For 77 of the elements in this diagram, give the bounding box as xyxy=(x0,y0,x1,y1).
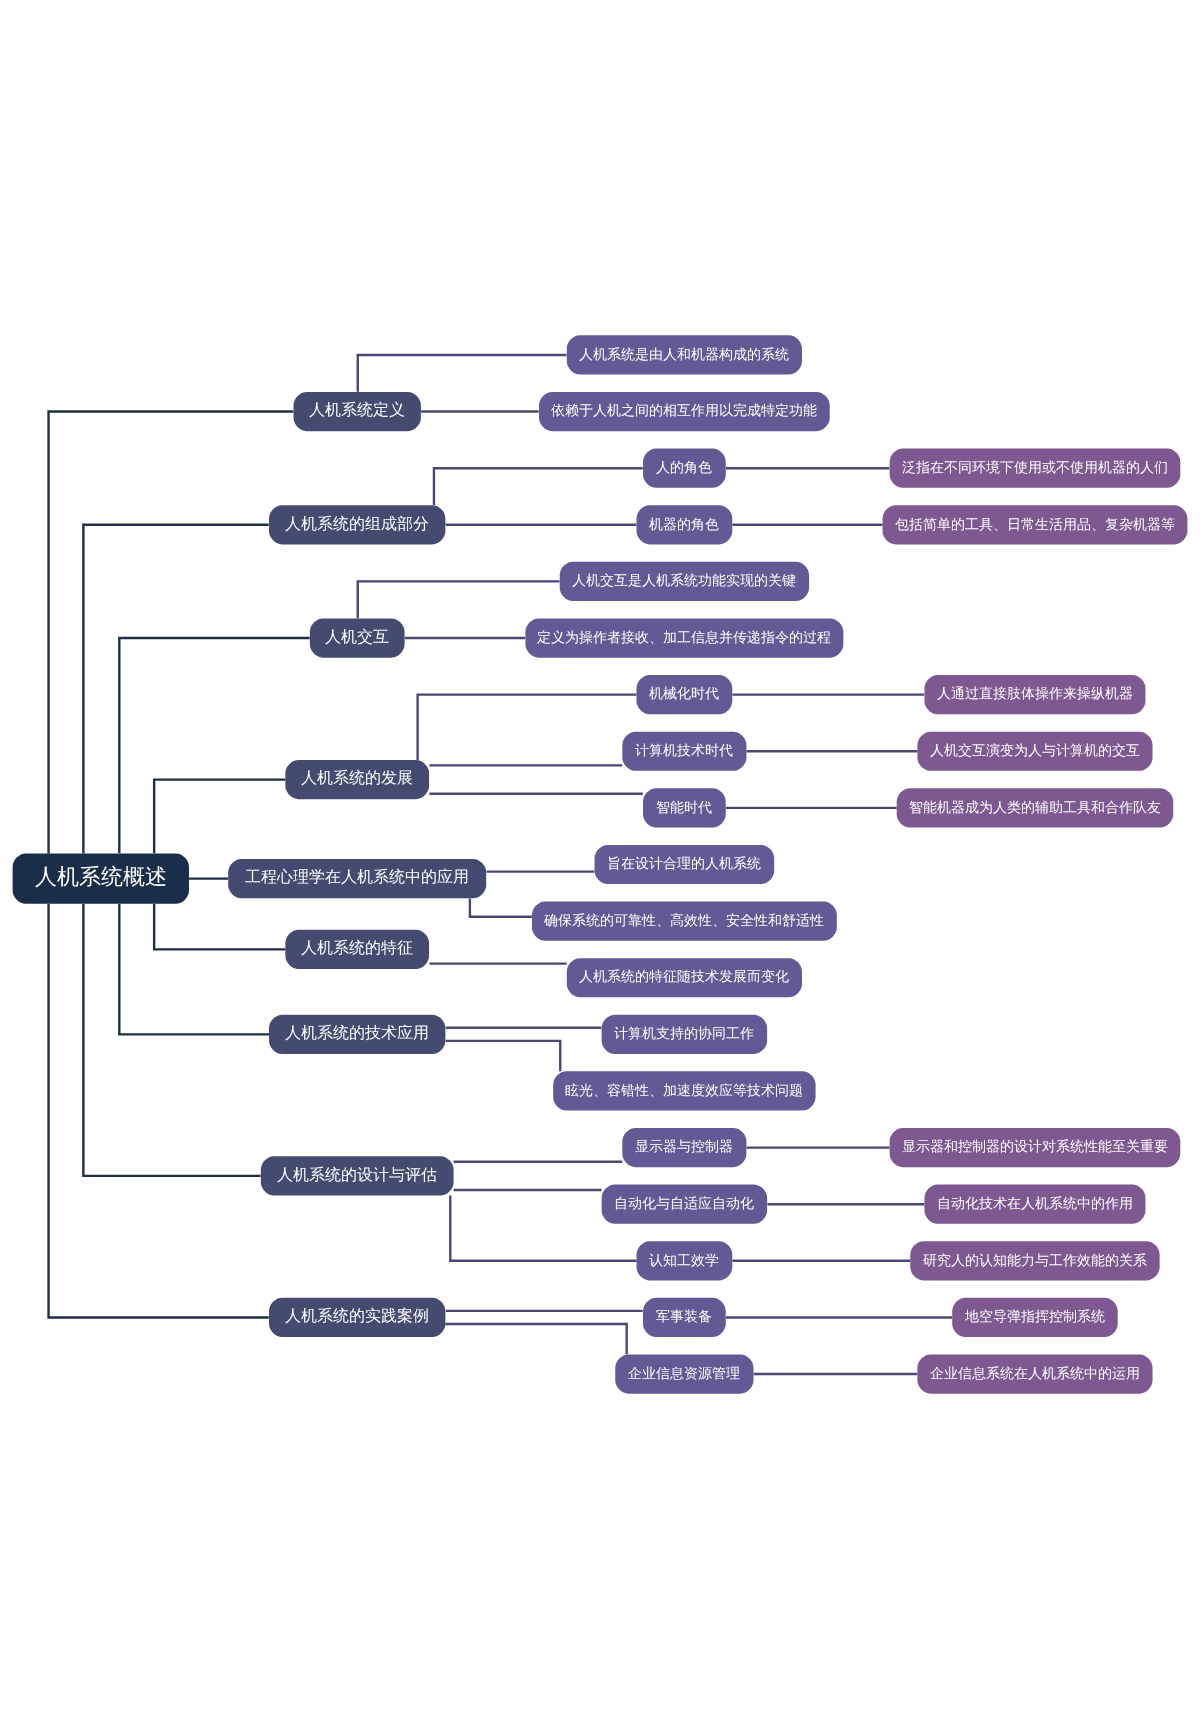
connector xyxy=(445,523,637,526)
connector xyxy=(746,1145,890,1149)
node-box: 军事装备 xyxy=(643,1297,726,1337)
node-box: 包括简单的工具、日常生活用品、复杂机器等 xyxy=(882,504,1188,544)
node-box: 地空导弹指挥控制系统 xyxy=(952,1297,1118,1337)
node-box: 人机交互 xyxy=(309,617,405,658)
node-box: 人机系统的发展 xyxy=(285,759,430,799)
node-box: 人机系统的设计与评估 xyxy=(260,1155,454,1195)
connector xyxy=(725,806,897,809)
node-box: 计算机支持的协同工作 xyxy=(601,1014,768,1054)
connector xyxy=(767,1202,925,1205)
connector xyxy=(429,763,623,767)
node-box: 显示器和控制器的设计对系统性能至关重要 xyxy=(889,1127,1181,1167)
connector xyxy=(416,692,637,760)
connector xyxy=(468,898,532,918)
node-box: 依赖于人机之间的相互作用以完成特定功能 xyxy=(539,391,830,431)
node-box: 定义为操作者接收、加工信息并传递指令的过程 xyxy=(525,617,844,658)
node-box: 人机系统的实践案例 xyxy=(269,1297,446,1337)
connector xyxy=(753,1372,918,1375)
node-box: 人通过直接肢体操作来操纵机器 xyxy=(924,674,1146,714)
connector xyxy=(732,692,925,696)
connector xyxy=(82,523,269,853)
connector xyxy=(725,466,890,469)
node-box: 人机系统的技术应用 xyxy=(269,1014,446,1054)
connector xyxy=(445,1039,562,1071)
node-box: 研究人的认知能力与工作效能的关系 xyxy=(910,1240,1160,1280)
node-box: 认知工效学 xyxy=(636,1240,733,1280)
node-box: 人机系统的组成部分 xyxy=(269,504,446,544)
connector xyxy=(429,961,567,965)
connector xyxy=(453,1160,623,1163)
node-box: 人机系统定义 xyxy=(293,391,421,431)
node-box: 人机系统概述 xyxy=(12,853,189,904)
connector xyxy=(118,903,269,1036)
node-box: 智能时代 xyxy=(643,787,726,827)
connector xyxy=(47,903,269,1319)
node-box: 智能机器成为人类的辅助工具和合作队友 xyxy=(896,787,1174,827)
connector xyxy=(725,1315,953,1319)
node-box: 机器的角色 xyxy=(636,504,733,544)
node-box: 旨在设计合理的人机系统 xyxy=(594,844,775,884)
connector xyxy=(404,636,526,639)
node-box: 人机系统的特征 xyxy=(285,929,430,969)
connector xyxy=(449,1195,637,1262)
connector xyxy=(421,409,539,413)
node-box: 自动化与自适应自动化 xyxy=(601,1184,768,1224)
node-box: 确保系统的可靠性、高效性、安全性和舒适性 xyxy=(531,901,837,941)
connector xyxy=(189,876,228,880)
connector xyxy=(429,792,643,795)
node-box: 人机交互是人机系统功能实现的关键 xyxy=(559,561,810,601)
node-box: 人机系统的特征随技术发展而变化 xyxy=(566,957,802,997)
connector xyxy=(732,1259,911,1262)
connector xyxy=(445,1322,628,1354)
connector xyxy=(453,1188,602,1191)
connector xyxy=(82,903,261,1177)
node-box: 人的角色 xyxy=(643,448,726,488)
connector xyxy=(445,1309,643,1312)
node-box: 企业信息系统在人机系统中的运用 xyxy=(917,1353,1153,1394)
node-box: 人机交互演变为人与计算机的交互 xyxy=(917,731,1153,771)
connector xyxy=(432,466,643,505)
connector xyxy=(356,579,560,618)
connector xyxy=(152,777,286,853)
connector xyxy=(445,1026,602,1029)
node-box: 机械化时代 xyxy=(636,674,733,714)
connector xyxy=(486,869,595,873)
connector xyxy=(732,523,883,526)
node-box: 企业信息资源管理 xyxy=(615,1353,754,1394)
node-box: 计算机技术时代 xyxy=(622,731,747,771)
node-box: 显示器与控制器 xyxy=(622,1127,747,1167)
node-box: 人机系统是由人和机器构成的系统 xyxy=(566,334,802,375)
node-box: 泛指在不同环境下使用或不使用机器的人们 xyxy=(889,448,1181,488)
node-box: 眩光、容错性、加速度效应等技术问题 xyxy=(553,1070,816,1111)
connector xyxy=(47,409,294,854)
node-box: 自动化技术在人机系统中的作用 xyxy=(924,1184,1146,1224)
connector xyxy=(118,636,310,853)
node-box: 工程心理学在人机系统中的应用 xyxy=(228,858,487,898)
connector xyxy=(152,903,286,951)
connector xyxy=(746,749,918,752)
connector xyxy=(356,353,567,392)
